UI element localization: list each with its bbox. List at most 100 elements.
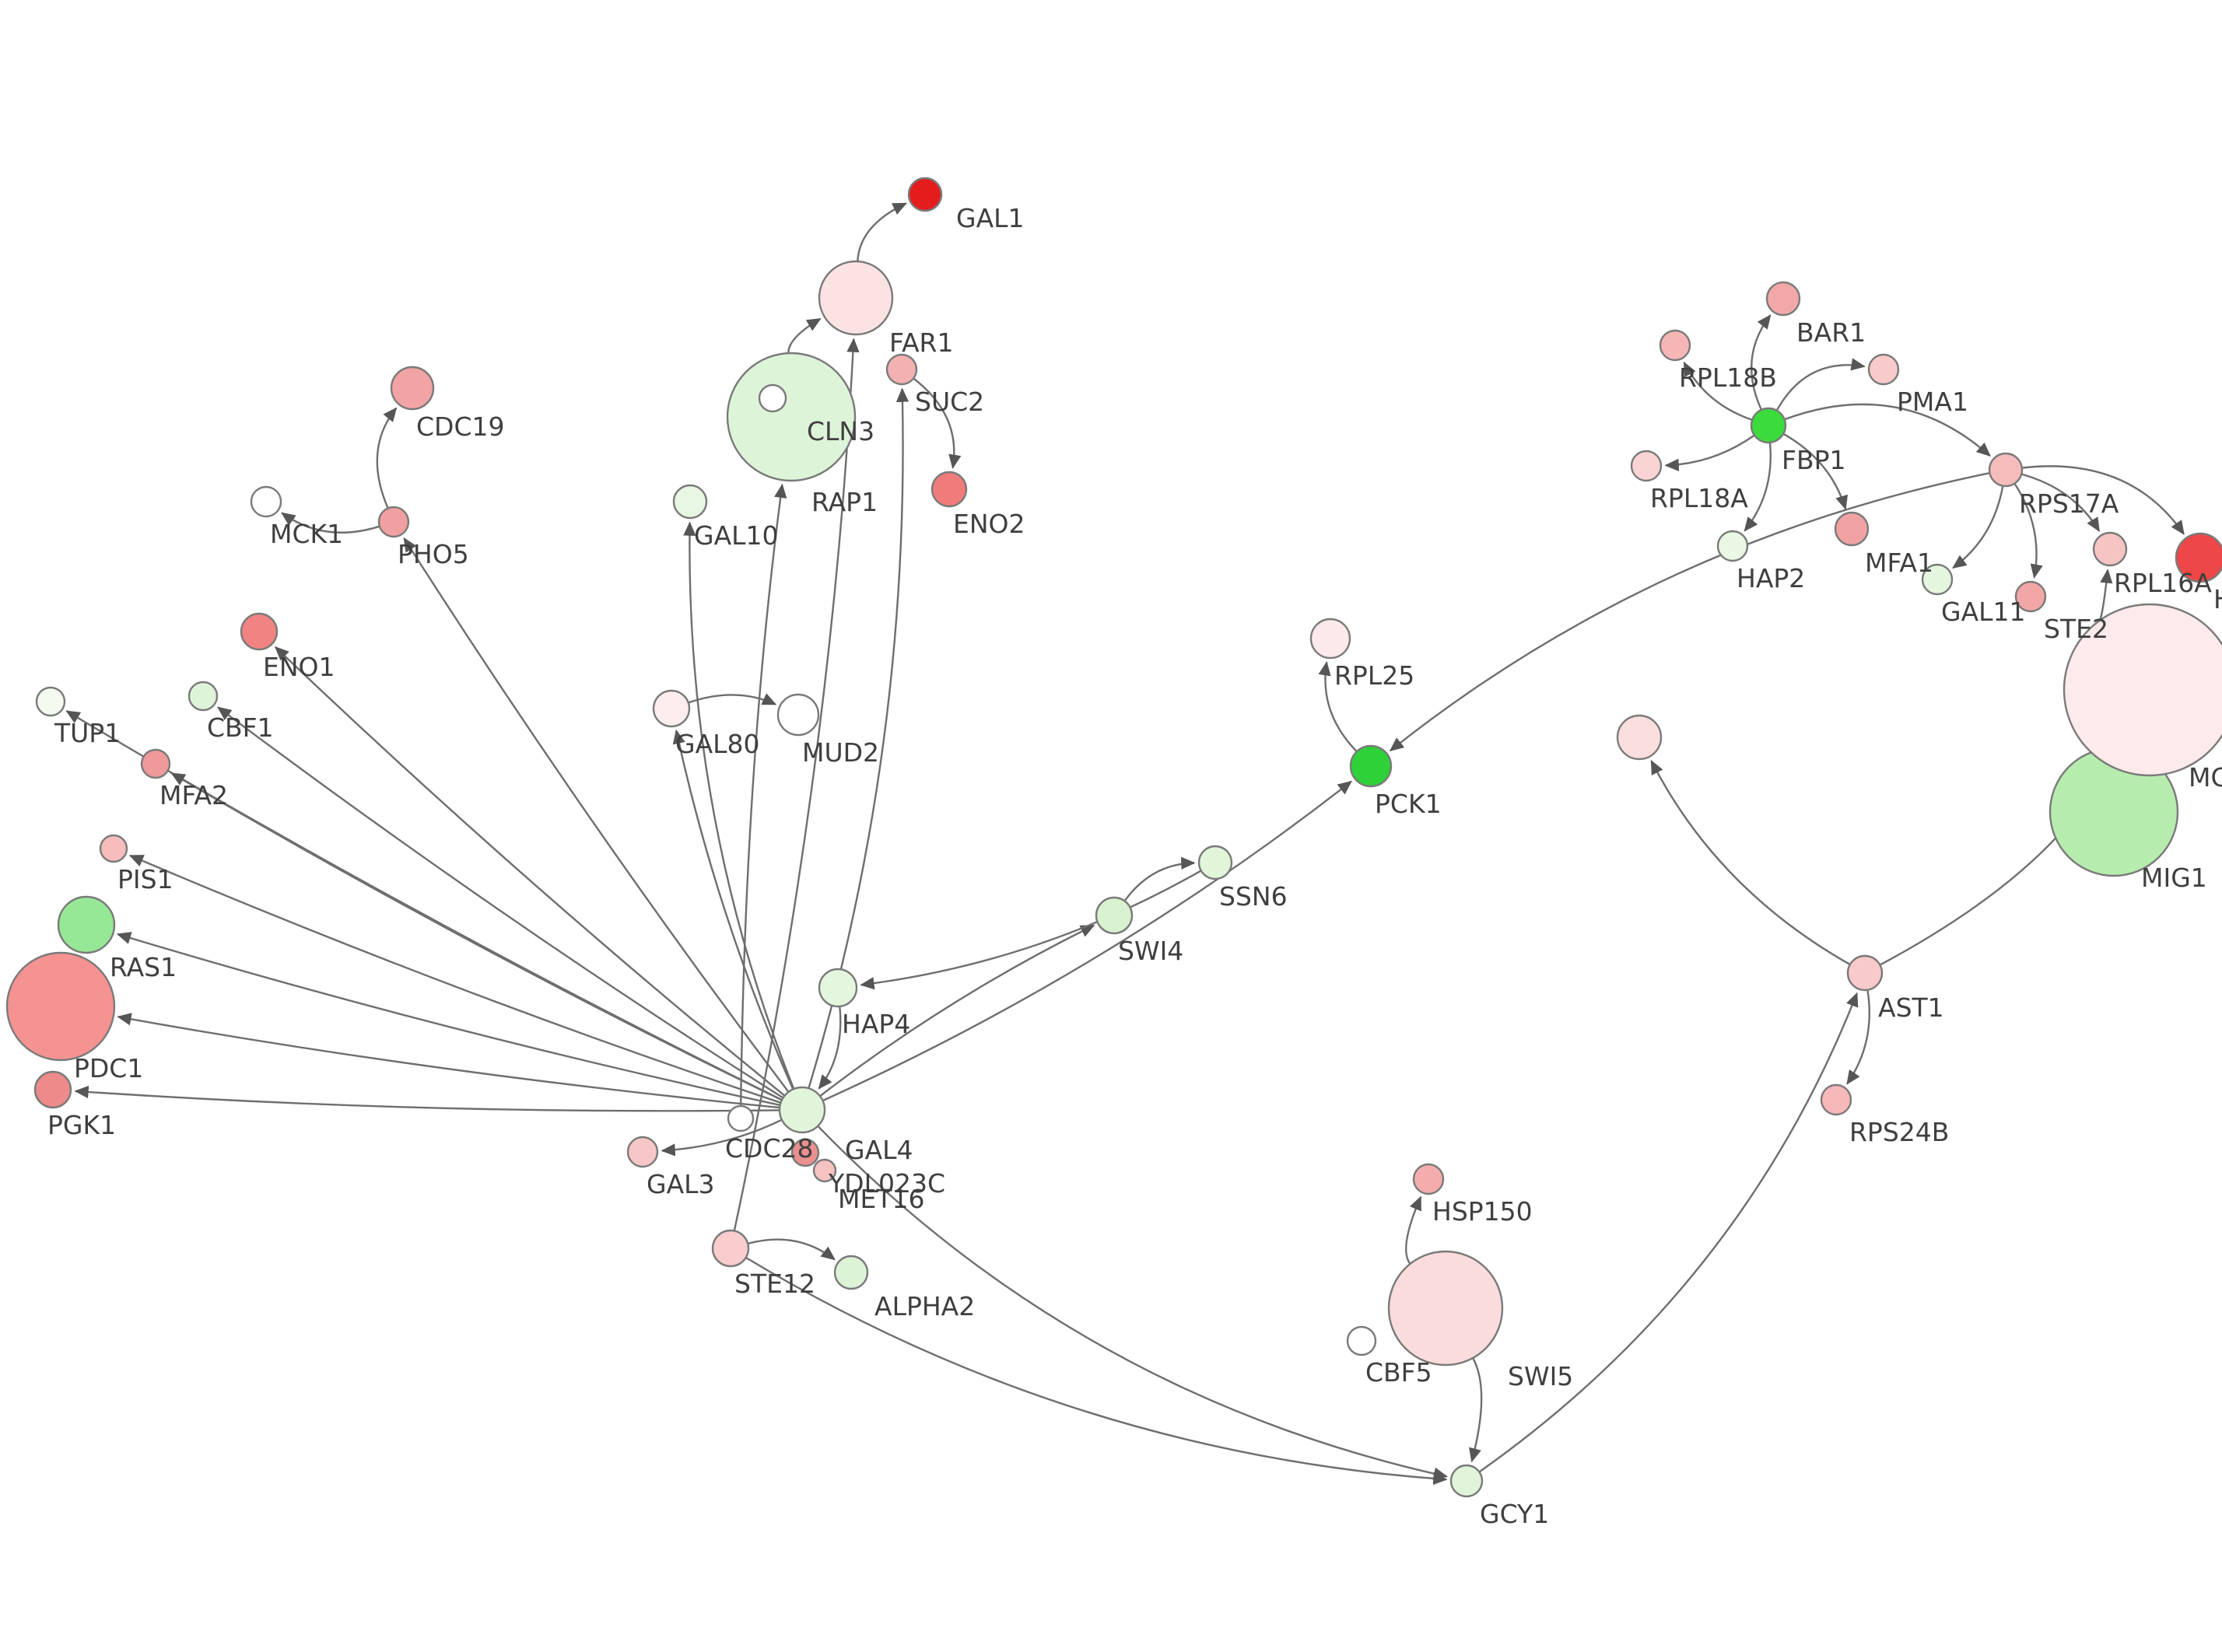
node-GAL10[interactable]: [672, 484, 708, 520]
edge-GAL4-PIS1[interactable]: [128, 854, 781, 1104]
node-RPL16A[interactable]: [2092, 531, 2128, 567]
edge-CLN3-FAR1[interactable]: [787, 317, 822, 354]
edge-FBP1-HAP2[interactable]: [1744, 442, 1772, 532]
edge-GAL4-GAL10[interactable]: [683, 521, 795, 1090]
node-YDL023C[interactable]: [790, 1138, 820, 1167]
node-MCK1[interactable]: [250, 485, 282, 518]
edge-GAL4-GAL80[interactable]: [672, 729, 794, 1090]
node-MFA2[interactable]: [140, 748, 171, 779]
node-AST1[interactable]: [1846, 954, 1884, 992]
node-MUD2[interactable]: [776, 693, 820, 737]
node-RAS1[interactable]: [57, 895, 116, 954]
edge-STE12-ALPHA2[interactable]: [747, 1238, 836, 1261]
node-FBP1[interactable]: [1750, 407, 1787, 444]
node-FAR1[interactable]: [818, 260, 894, 336]
node-PMA1[interactable]: [1867, 353, 1900, 386]
edge-FBP1-BAR1[interactable]: [1750, 314, 1772, 411]
edge-AST1-NODE1[interactable]: [1650, 760, 1851, 966]
node-ALPHA2[interactable]: [833, 1255, 869, 1290]
edge-RPS17A-RPL16A[interactable]: [2020, 473, 2101, 533]
edge-FBP1-MFA1[interactable]: [1782, 432, 1848, 510]
edge-STE12-GCY1[interactable]: [745, 1256, 1448, 1486]
node-CDC19[interactable]: [390, 366, 435, 411]
edge-FBP1-RPL18A[interactable]: [1664, 434, 1755, 471]
edge-GAL4-GCY1[interactable]: [817, 1125, 1449, 1480]
node-GAL11[interactable]: [1921, 563, 1954, 596]
edge-GAL4-GAL3[interactable]: [661, 1118, 783, 1157]
edge-FAR1-GAL1[interactable]: [857, 202, 907, 262]
edge-SWI5-GCY1[interactable]: [1469, 1357, 1483, 1463]
edge-AST1-RPS24B[interactable]: [1846, 989, 1870, 1085]
node-PDC1[interactable]: [5, 951, 116, 1062]
edge-GAL4-PHO5[interactable]: [403, 537, 790, 1093]
node-HSP150[interactable]: [1412, 1163, 1445, 1195]
edge-GAL4-PGK1[interactable]: [74, 1085, 780, 1112]
node-RPL18A[interactable]: [1630, 450, 1663, 482]
node-GAL3[interactable]: [626, 1136, 659, 1168]
node-NODE1[interactable]: [1616, 714, 1663, 761]
edge-GAL4-PDC1[interactable]: [117, 1013, 780, 1109]
edge-GCY1-AST1[interactable]: [1478, 992, 1859, 1473]
node-ENO2[interactable]: [931, 471, 968, 508]
node-CBF1[interactable]: [188, 681, 219, 712]
edge-PHO5-MCK1[interactable]: [281, 512, 380, 534]
node-RAP1[interactable]: [758, 383, 787, 413]
edge-RPS17A-GAL11[interactable]: [1952, 485, 2004, 569]
node-SWI4[interactable]: [1095, 896, 1134, 935]
edge-CDC28-CLN3[interactable]: [740, 483, 787, 1107]
node-STE2[interactable]: [2014, 580, 2047, 613]
node-CLN3[interactable]: [726, 352, 857, 482]
node-ENO1[interactable]: [240, 612, 279, 651]
node-CBF5[interactable]: [1346, 1325, 1377, 1356]
node-MFA1[interactable]: [1834, 511, 1870, 547]
node-PGK1[interactable]: [33, 1070, 72, 1109]
node-GAL4[interactable]: [778, 1086, 826, 1134]
edge-RPS17A-HIS4[interactable]: [2021, 465, 2185, 535]
edge-FBP1-RPL18B[interactable]: [1683, 361, 1753, 422]
edge-GAL4-RAS1[interactable]: [116, 932, 780, 1107]
edge-GAL4-PCK1[interactable]: [822, 780, 1352, 1102]
node-MET16[interactable]: [812, 1158, 837, 1183]
edge-FBP1-RPS17A[interactable]: [1784, 403, 1991, 457]
node-TUP1[interactable]: [35, 686, 66, 717]
node-HAP4[interactable]: [818, 968, 858, 1008]
node-RPS24B[interactable]: [1820, 1083, 1852, 1116]
node-RPL18B[interactable]: [1659, 329, 1691, 362]
node-SSN6[interactable]: [1197, 845, 1233, 880]
node-SUC2[interactable]: [885, 353, 918, 386]
node-label-RPL18A: RPL18A: [1650, 483, 1748, 513]
edge-SWI4-SSN6[interactable]: [1123, 856, 1196, 902]
edge-GAL80-MUD2[interactable]: [688, 693, 777, 705]
edge-RPS17A-STE2[interactable]: [2013, 482, 2043, 579]
edge-PHO5-CDC19[interactable]: [376, 407, 398, 509]
node-MCM1[interactable]: [2063, 603, 2222, 777]
node-SWI5[interactable]: [1387, 1250, 1504, 1367]
node-GAL80[interactable]: [652, 689, 691, 728]
edge-PCK1-RPL25[interactable]: [1318, 661, 1358, 753]
edge-GAL4-MFA2[interactable]: [170, 772, 783, 1101]
edge-GAL4-SWI4[interactable]: [819, 924, 1095, 1097]
edge-GAL4-CBF1[interactable]: [217, 706, 784, 1099]
node-GCY1[interactable]: [1449, 1464, 1484, 1498]
edge-GAL4-ENO1[interactable]: [274, 646, 786, 1097]
node-HIS4[interactable]: [2175, 532, 2222, 583]
edge-STE12-FAR1[interactable]: [733, 338, 860, 1231]
node-PHO5[interactable]: [377, 506, 410, 538]
node-HAP2[interactable]: [1716, 530, 1749, 562]
edge-SSN6-HAP4[interactable]: [860, 870, 1202, 990]
node-GAL1[interactable]: [907, 177, 943, 212]
node-PIS1[interactable]: [99, 834, 128, 863]
edge-FBP1-PMA1[interactable]: [1775, 358, 1866, 411]
edge-RPS17A-PCK1[interactable]: [1389, 472, 1990, 752]
node-PCK1[interactable]: [1349, 744, 1393, 788]
node-STE12[interactable]: [711, 1229, 750, 1268]
node-CDC28[interactable]: [727, 1104, 755, 1132]
node-RPS17A[interactable]: [1988, 452, 2024, 488]
node-BAR1[interactable]: [1765, 281, 1801, 317]
edge-SUC2-ENO2[interactable]: [913, 377, 962, 469]
node-RPL25[interactable]: [1309, 618, 1351, 660]
edge-HAP4-GAL4[interactable]: [818, 1006, 842, 1090]
edge-GAL4-TUP1[interactable]: [65, 710, 783, 1101]
edge-SWI5-HSP150[interactable]: [1405, 1195, 1422, 1265]
